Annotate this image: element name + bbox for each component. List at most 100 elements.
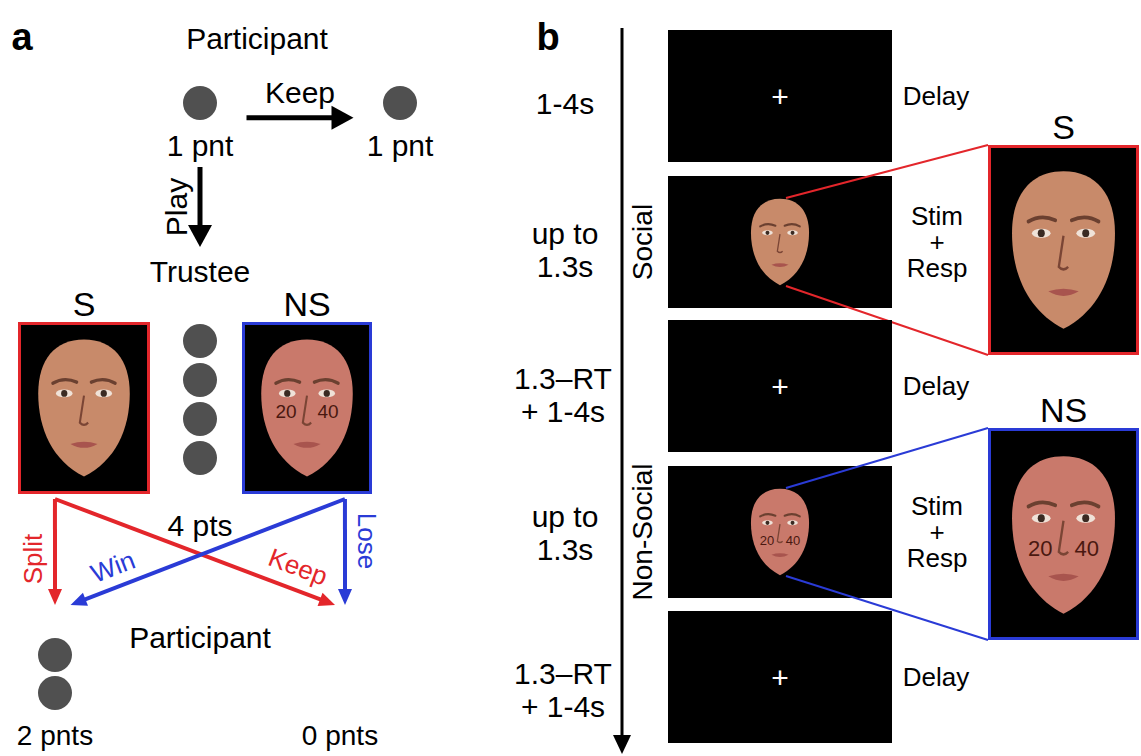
edge-label-holder: Keep: [265, 75, 335, 108]
connector-line: [198, 167, 203, 226]
coin-group: 4 pts: [159, 322, 241, 546]
face-picture: [261, 339, 353, 476]
node-text-holder: 20: [760, 534, 774, 548]
face-frame: NS2040: [988, 428, 1139, 640]
node-text-holder: NS: [283, 286, 330, 323]
node-text-holder: 40: [317, 402, 338, 423]
face-frame: S: [988, 145, 1139, 355]
node-text: 20: [1028, 537, 1052, 561]
condition-label-holder: Non-Social: [628, 464, 659, 601]
phase-label-holder: Stim + Resp: [905, 493, 969, 571]
arrowhead: [338, 589, 352, 605]
node-text: NS: [1040, 392, 1087, 429]
point-coins: [38, 86, 417, 710]
time-label-holder: up to 1.3s: [513, 217, 617, 283]
time-label-holder: up to 1.3s: [513, 500, 617, 566]
node-text-holder: 4 pts: [167, 509, 232, 542]
node-text: Trustee: [150, 255, 251, 288]
time-label: up to 1.3s: [513, 217, 617, 283]
node-text: S: [1052, 109, 1075, 146]
phase-label: Delay: [903, 663, 969, 692]
node-text-holder: +: [771, 661, 789, 694]
phase-label: Delay: [903, 82, 969, 111]
phase-label-holder: Delay: [903, 372, 969, 401]
connector-line: [343, 499, 347, 590]
coin-group: 1 pnt: [359, 80, 442, 162]
node-illustration: [245, 325, 369, 491]
node-illustration: [668, 466, 892, 598]
node-text: 1 pnt: [367, 129, 434, 162]
phase-label-holder: Stim + Resp: [905, 203, 969, 281]
connector-arrow: [247, 106, 354, 130]
face-picture: [38, 339, 130, 476]
condition-label: Non-Social: [628, 464, 659, 601]
time-label-holder: 1.3–RT + 1-4s: [507, 657, 619, 723]
social-face: [751, 199, 809, 285]
connector-line: [53, 499, 57, 590]
connector-arrow: [48, 499, 62, 605]
coin-group: 2 pnts: [9, 610, 102, 752]
coin-group: 0 pnts: [290, 610, 390, 752]
node-text-holder: 1 pnt: [167, 129, 234, 162]
delay-screen: +: [668, 320, 892, 452]
connector-line: [247, 115, 333, 120]
panel-letter: a: [11, 17, 32, 59]
phase-label: Stim + Resp: [905, 203, 969, 281]
arrowhead: [318, 593, 335, 606]
edge-label-holder: Play: [160, 178, 193, 236]
face-frame: NS2040: [242, 322, 372, 494]
panel-letter-holder: a: [11, 17, 32, 59]
stimulus-screen: 2040: [668, 466, 892, 598]
node-text: 40: [317, 402, 338, 423]
node-text: 40: [786, 534, 800, 548]
panel-letter-holder: b: [536, 17, 559, 59]
phase-label: Stim + Resp: [905, 493, 969, 571]
arrowhead: [48, 589, 62, 605]
time-label: 1.3–RT + 1-4s: [507, 657, 619, 723]
node-text: S: [73, 286, 96, 323]
node-text: NS: [283, 286, 330, 323]
role-box: Trustee: [140, 252, 260, 290]
node-text-holder: +: [771, 80, 789, 113]
node-text: 1 pnt: [167, 129, 234, 162]
node-text: 4 pts: [167, 509, 232, 542]
connector-arrow: [338, 499, 352, 605]
node-text-holder: S: [73, 286, 96, 323]
role-label-holder: Participant: [186, 22, 328, 55]
face-picture: [1012, 171, 1115, 329]
edge-label-holder: Lose: [353, 513, 382, 569]
phase-label: Delay: [903, 372, 969, 401]
node-illustration: [991, 431, 1136, 637]
zoom-line: [786, 466, 892, 488]
time-label-holder: 1-4s: [536, 87, 594, 120]
node-text-holder: 0 pnts: [302, 721, 378, 752]
node-text-holder: 2 pnts: [17, 721, 93, 752]
face-frame: S: [18, 322, 150, 494]
role-label: Participant: [186, 22, 328, 55]
edge-label: Play: [160, 178, 193, 236]
face-picture: [751, 489, 809, 575]
role-label: Participant: [129, 621, 271, 654]
condition-label-holder: Social: [628, 204, 659, 280]
timeline-arrowhead: [613, 735, 631, 754]
edge-label: Lose: [353, 513, 382, 569]
node-text: 0 pnts: [302, 721, 378, 752]
node-text: +: [771, 80, 789, 113]
node-text: 20: [760, 534, 774, 548]
arrowhead: [71, 593, 88, 606]
timeline-axis: [621, 28, 624, 738]
node-text-holder: 40: [1075, 537, 1099, 561]
node-text: +: [771, 370, 789, 403]
stimulus-screen: [668, 176, 892, 308]
edge-label: Split: [19, 534, 48, 585]
delay-screen: +: [668, 30, 892, 162]
phase-label-holder: Delay: [903, 82, 969, 111]
phase-label-holder: Delay: [903, 663, 969, 692]
node-text-holder: 20: [275, 402, 296, 423]
arrowhead: [332, 106, 354, 130]
node-text-holder: 20: [1028, 537, 1052, 561]
node-text: 2 pnts: [17, 721, 93, 752]
node-text-holder: 1 pnt: [367, 129, 434, 162]
node-text-holder: S: [1052, 109, 1075, 146]
